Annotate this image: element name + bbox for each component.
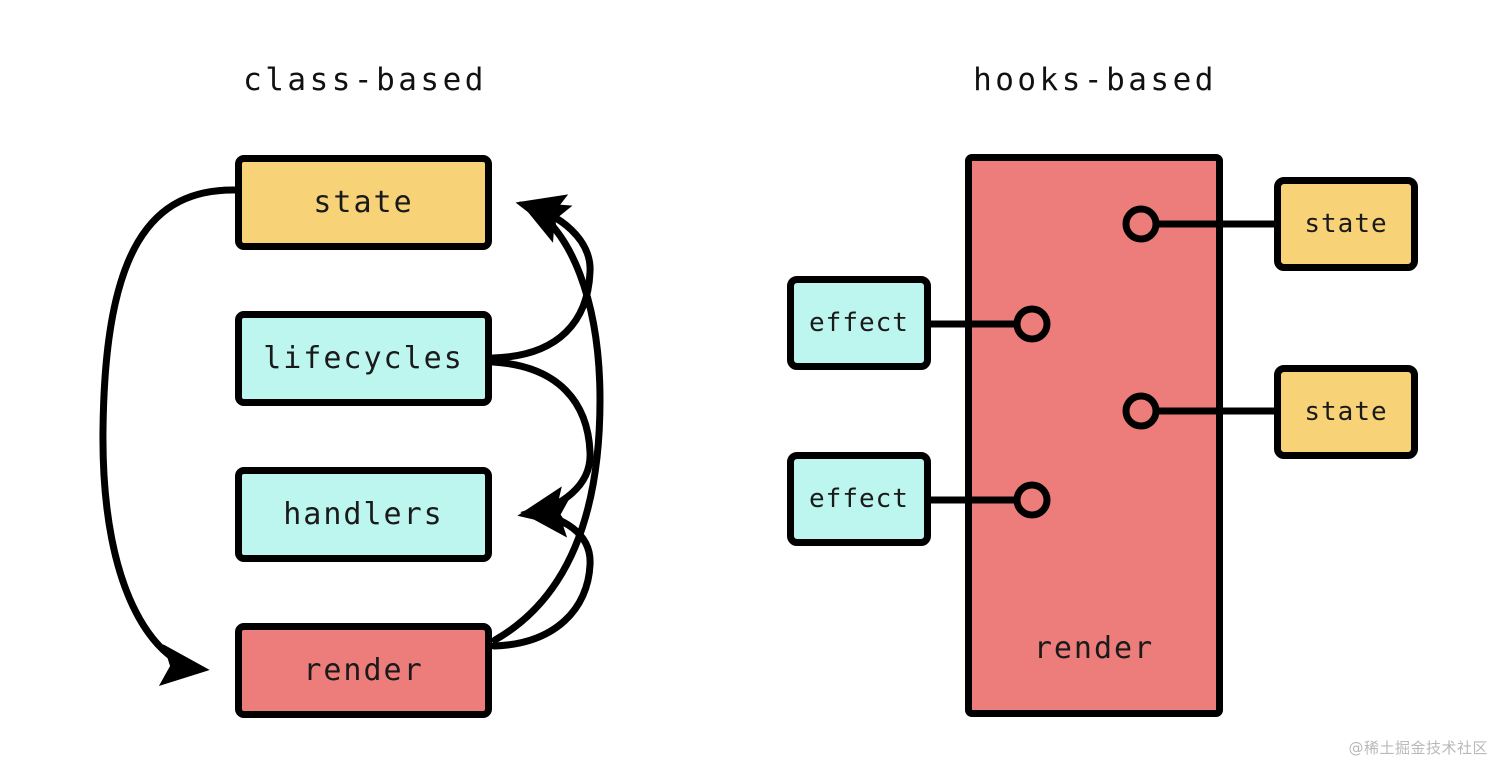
- watermark-text: @稀土掘金技术社区: [1348, 739, 1488, 757]
- node-render-hooks-label: render: [1033, 631, 1155, 666]
- panel-title-class-based: class-based: [243, 62, 487, 98]
- node-state-1-hooks[interactable]: state: [1274, 177, 1418, 271]
- node-effect-2-hooks[interactable]: effect: [787, 452, 931, 546]
- edge-render-to-handlers: [490, 495, 594, 650]
- node-state-2-hooks[interactable]: state: [1274, 365, 1418, 459]
- node-state-class[interactable]: state: [235, 155, 492, 250]
- edge-state-to-render: [99, 186, 241, 686]
- node-handlers-class[interactable]: handlers: [235, 467, 492, 562]
- edge-lifecycles-to-handlers: [489, 358, 594, 528]
- panel-title-hooks-based: hooks-based: [973, 62, 1217, 98]
- node-lifecycles-class[interactable]: lifecycles: [235, 311, 492, 406]
- edge-render-to-state: [491, 201, 604, 644]
- node-render-hooks[interactable]: render: [965, 154, 1223, 717]
- edge-lifecycles-to-state: [489, 194, 594, 362]
- node-render-class[interactable]: render: [235, 623, 492, 718]
- node-effect-1-hooks[interactable]: effect: [787, 276, 931, 370]
